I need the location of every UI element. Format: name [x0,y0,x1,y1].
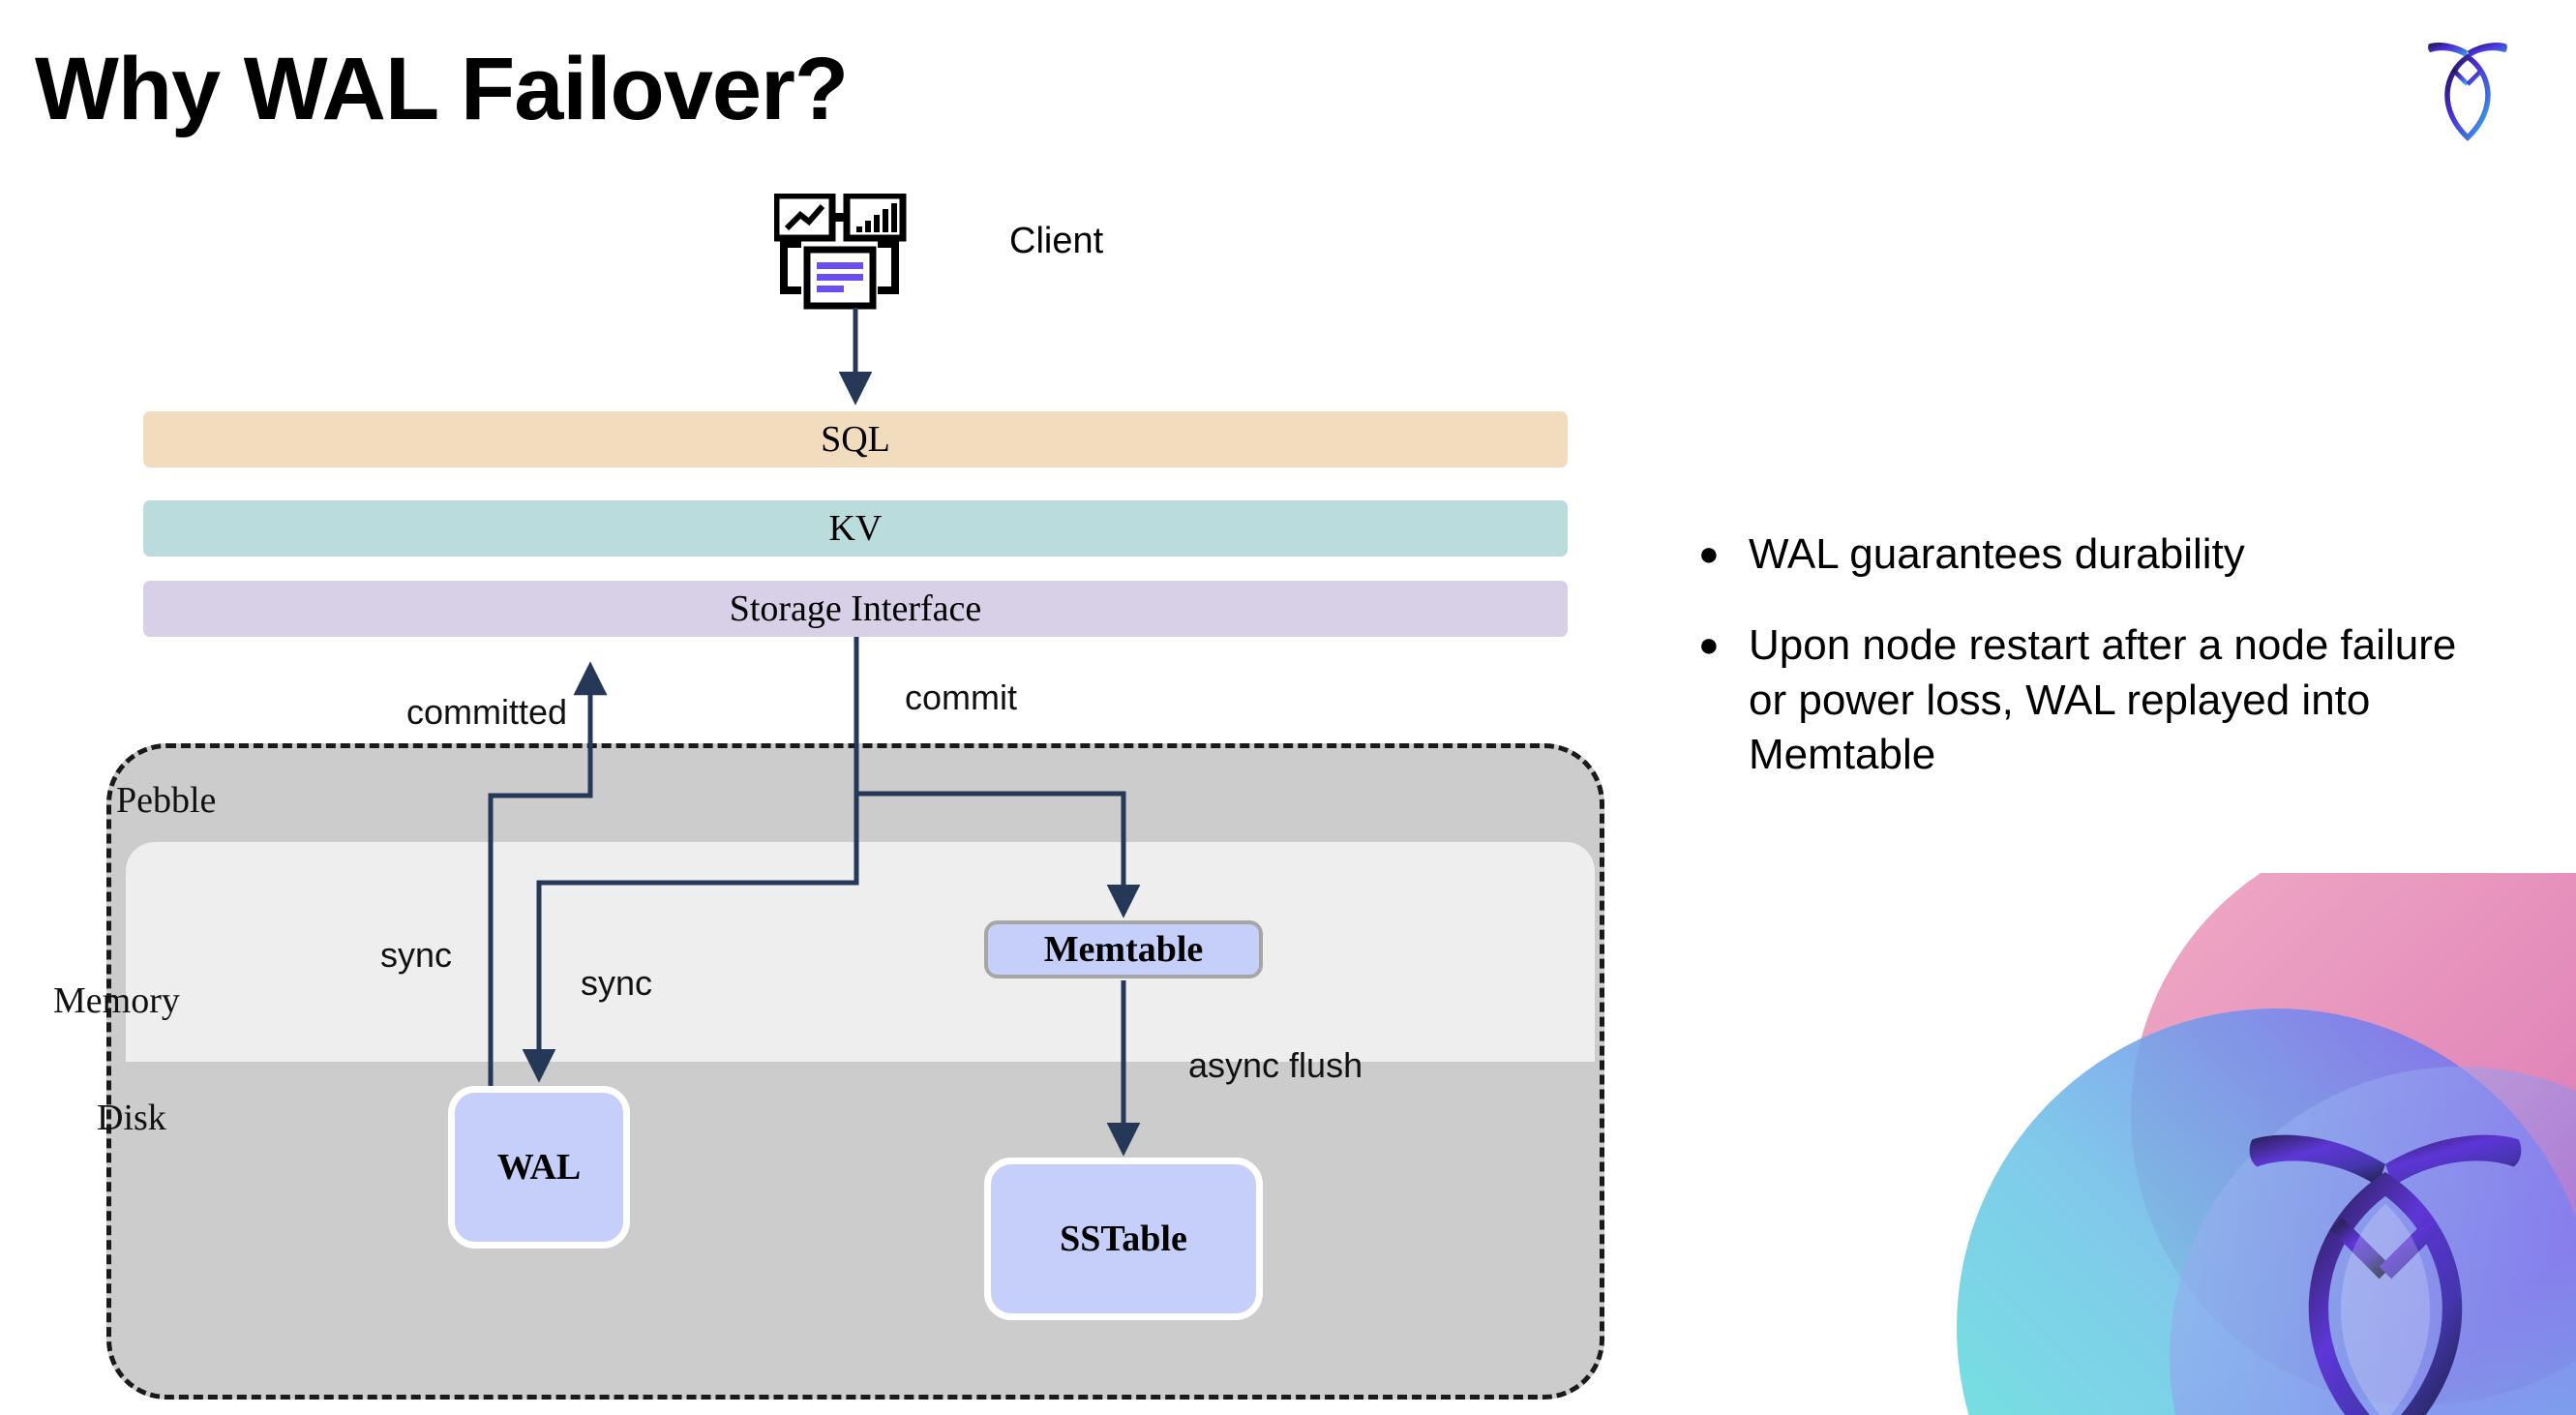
edge-label-committed: committed [406,692,568,732]
node-wal: WAL [448,1086,630,1249]
decorative-watermark [1821,873,2576,1415]
layer-label-sql: SQL [821,419,890,460]
list-item: ● Upon node restart after a node failure… [1698,618,2501,782]
pebble-label: Pebble [116,780,217,821]
layer-bar-sql: SQL [143,411,1568,467]
cockroachdb-logo-icon [2417,39,2518,145]
client-label: Client [1009,221,1104,261]
pebble-container [106,743,1604,1400]
bullet-marker-icon: ● [1698,624,1720,665]
node-sstable: SSTable [984,1158,1263,1320]
list-item: ● WAL guarantees durability [1698,527,2501,582]
client-dashboard-icon [772,192,929,329]
edge-label-sync-left: sync [380,935,453,975]
edge-label-commit: commit [905,677,1017,717]
bullet-list: ● WAL guarantees durability ● Upon node … [1698,527,2501,819]
edge-label-async-flush: async flush [1188,1045,1363,1085]
memory-label: Memory [53,980,180,1021]
bullet-text: Upon node restart after a node failure o… [1749,621,2457,778]
edge-label-sync-right: sync [581,963,653,1003]
layer-bar-storage: Storage Interface [143,581,1568,637]
bullet-text: WAL guarantees durability [1749,530,2245,578]
memory-region [126,842,1595,1062]
disk-label: Disk [97,1098,166,1138]
layer-label-kv: KV [828,508,883,549]
layer-label-storage: Storage Interface [729,588,982,629]
node-memtable: Memtable [984,920,1263,978]
node-wal-label: WAL [496,1147,582,1188]
node-sstable-label: SSTable [1060,1219,1187,1259]
bullet-marker-icon: ● [1698,533,1720,573]
node-memtable-label: Memtable [1043,929,1204,970]
page-title: Why WAL Failover? [35,40,849,138]
layer-bar-kv: KV [143,500,1568,557]
